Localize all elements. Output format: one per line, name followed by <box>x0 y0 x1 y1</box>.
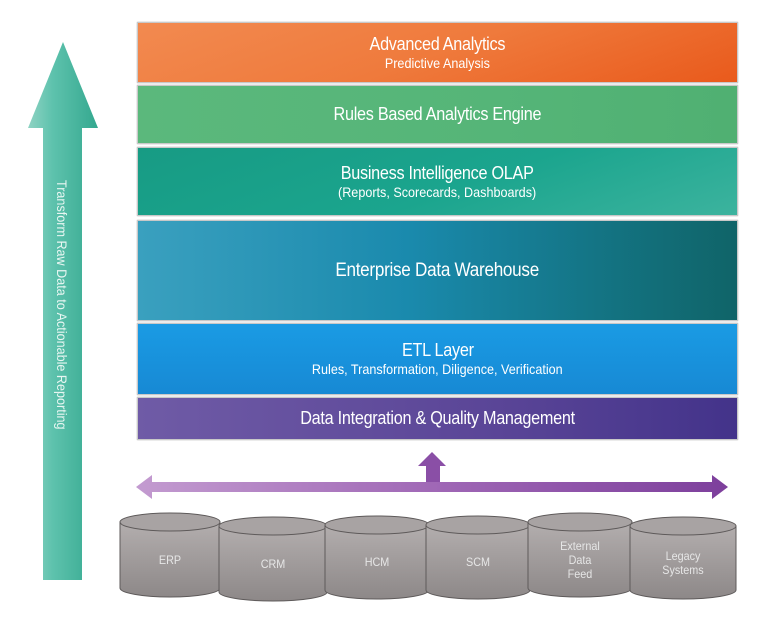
cylinder-top <box>425 515 531 535</box>
cylinder-body <box>119 521 221 598</box>
source-label-line: Legacy <box>665 548 701 563</box>
layer-title: ETL Layer <box>401 340 474 360</box>
transform-arrow-shape <box>28 42 98 580</box>
database-cylinder <box>629 516 737 600</box>
database-cylinder <box>218 516 328 602</box>
layer-subtitle: (Reports, Scorecards, Dashboards) <box>338 183 537 200</box>
layer-title: Data Integration & Quality Management <box>300 408 575 428</box>
source-erp-label: ERP <box>159 553 181 567</box>
database-cylinder <box>119 512 221 598</box>
source-scm-label: SCM <box>466 555 490 569</box>
source-label-line: External <box>560 538 600 553</box>
cylinder-body <box>324 524 430 600</box>
layer-title: Business Intelligence OLAP <box>341 162 534 183</box>
cylinder-top <box>324 515 430 535</box>
cylinder-top <box>527 512 633 532</box>
layer-title: Enterprise Data Warehouse <box>335 260 540 281</box>
source-crm-label: CRM <box>261 557 286 571</box>
layer-title: Rules Based Analytics Engine <box>333 104 542 124</box>
source-label-line: Feed <box>567 566 593 581</box>
layer-data-integration: Data Integration & Quality Management <box>137 397 738 440</box>
source-label-line: CRM <box>260 556 286 571</box>
layer-rules-engine: Rules Based Analytics Engine <box>137 85 738 144</box>
source-label-line: HCM <box>364 555 390 569</box>
source-hcm-label: HCM <box>365 555 390 569</box>
database-cylinder <box>324 515 430 600</box>
source-label-line: ERP <box>158 552 182 567</box>
source-label-line: Systems <box>662 562 704 577</box>
layer-subtitle: Rules, Transformation, Diligence, Verifi… <box>312 361 563 377</box>
cylinder-top <box>218 516 328 536</box>
layer-title: Advanced Analytics <box>369 33 506 54</box>
layer-advanced-analytics: Advanced Analytics Predictive Analysis <box>137 22 738 83</box>
layer-business-intelligence: Business Intelligence OLAP (Reports, Sco… <box>137 147 738 216</box>
up-arrow <box>418 452 446 483</box>
cylinder-body <box>425 524 531 600</box>
layer-data-warehouse: Enterprise Data Warehouse <box>137 220 738 321</box>
bidirectional-arrow <box>136 475 728 499</box>
layer-subtitle: Predictive Analysis <box>384 54 491 71</box>
source-label-line: SCM <box>465 555 491 569</box>
cylinder-body <box>629 525 737 600</box>
database-cylinder <box>425 515 531 600</box>
source-label-line: Data <box>568 552 592 567</box>
cylinder-top <box>629 516 737 536</box>
layer-etl: ETL Layer Rules, Transformation, Diligen… <box>137 323 738 395</box>
cylinder-body <box>218 525 328 602</box>
cylinder-top <box>119 512 221 532</box>
